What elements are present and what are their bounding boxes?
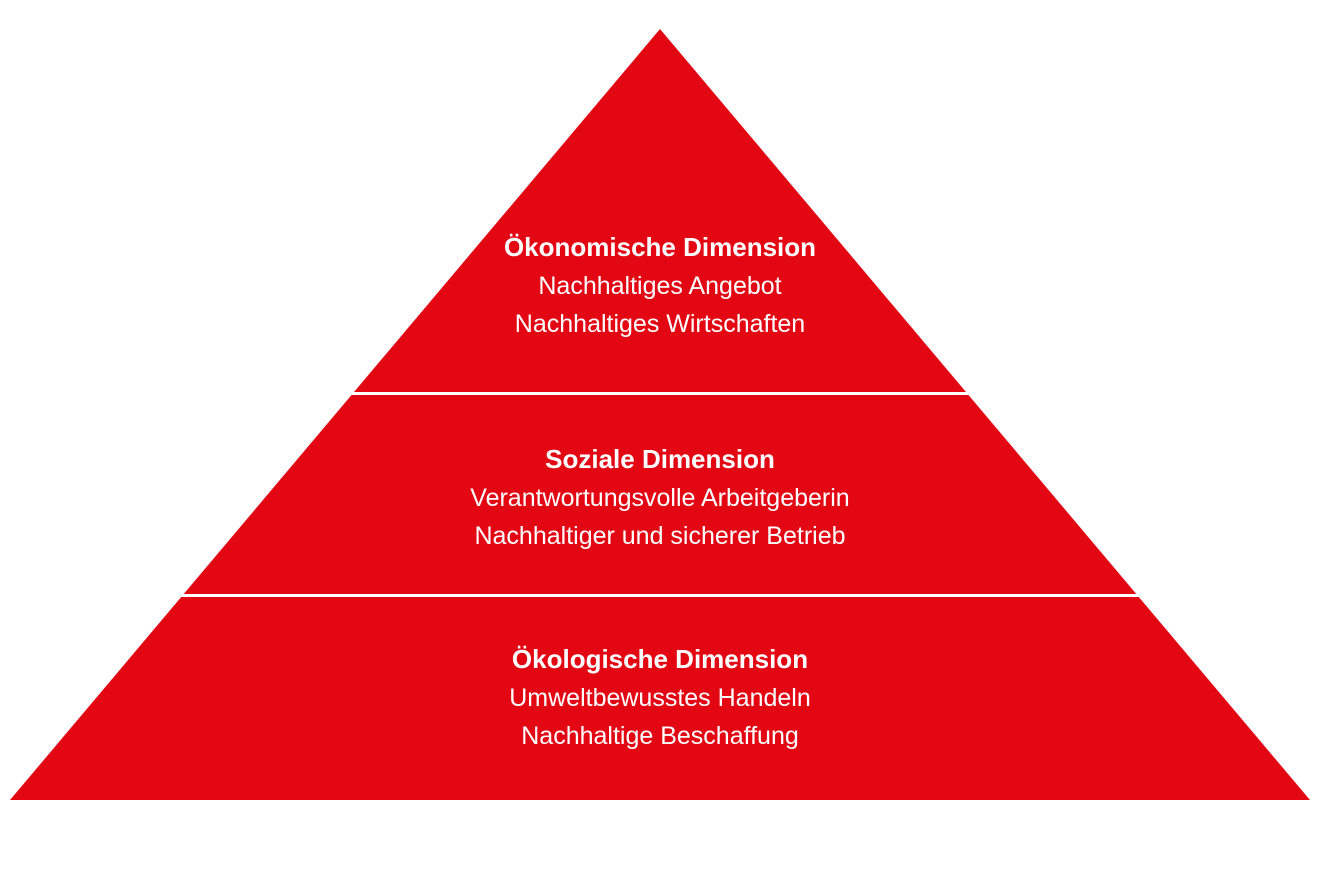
tier-economic-line-1: Nachhaltiges Angebot (538, 272, 781, 300)
tier-ecological-shape (10, 597, 1310, 800)
tier-social-shape (183, 395, 1137, 594)
tier-ecological-line-1: Umweltbewusstes Handeln (509, 684, 811, 712)
tier-economic-heading: Ökonomische Dimension (504, 232, 816, 262)
tier-economic-shape (354, 29, 966, 392)
tier-ecological-line-2: Nachhaltige Beschaffung (521, 722, 799, 750)
tier-social-line-2: Nachhaltiger und sicherer Betrieb (474, 522, 845, 550)
tier-social-heading: Soziale Dimension (545, 444, 775, 474)
tier-social-line-1: Verantwortungsvolle Arbeitgeberin (470, 484, 849, 512)
tier-ecological-heading: Ökologische Dimension (512, 644, 808, 674)
tier-economic-line-2: Nachhaltiges Wirtschaften (515, 310, 805, 338)
